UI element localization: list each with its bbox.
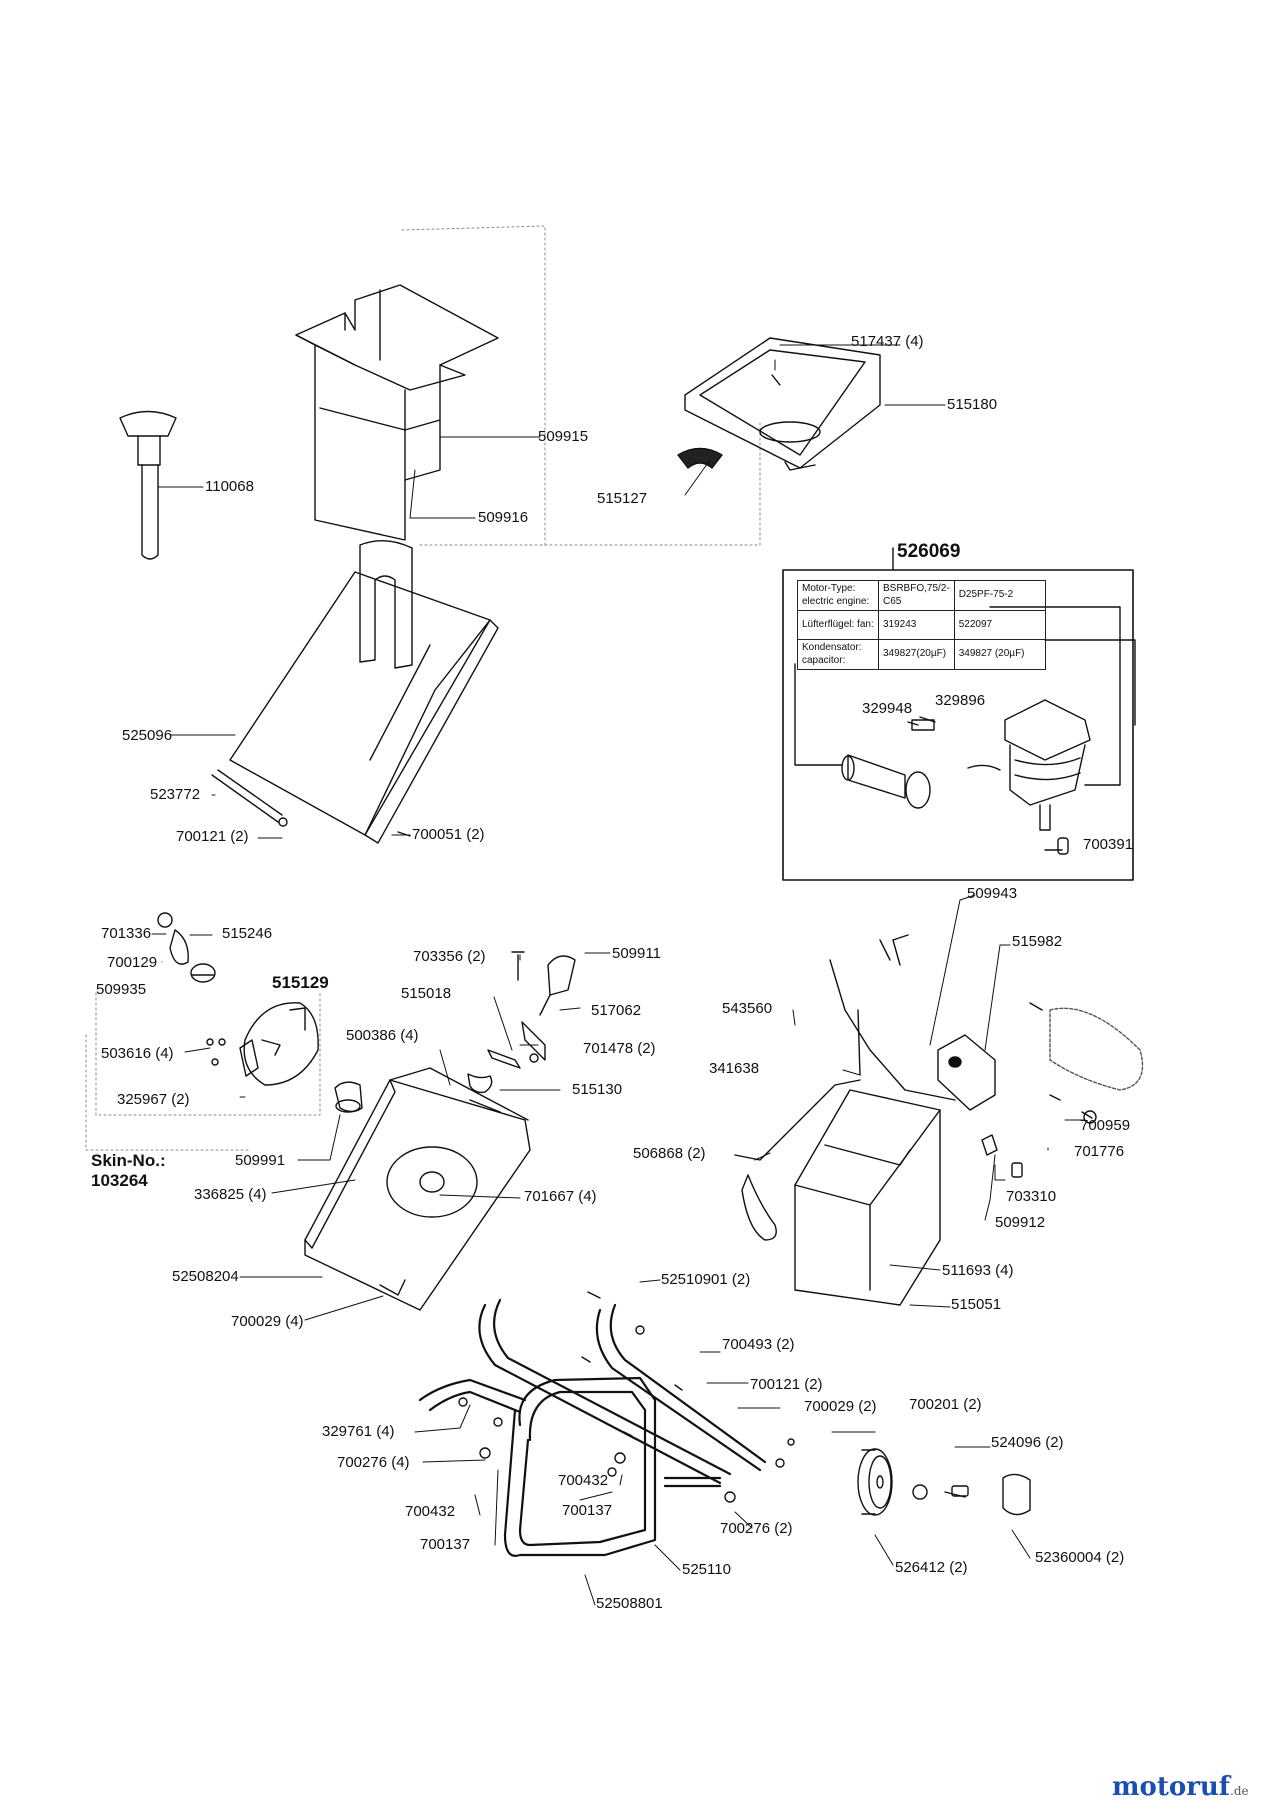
part-label: 700029 (2) (804, 1398, 877, 1415)
knob-handle-part (119, 410, 177, 560)
spec-cell: 349827(20µF) (878, 639, 955, 670)
part-label: 509915 (538, 428, 589, 445)
part-label: 515246 (222, 925, 273, 942)
part-label: 329948 (862, 700, 913, 717)
part-label: 700276 (4) (337, 1454, 410, 1471)
part-label: 515127 (597, 490, 648, 507)
part-label: 110068 (205, 478, 254, 495)
part-label: 500386 (4) (346, 1027, 419, 1044)
spec-cell: Motor-Type: electric engine: (797, 580, 879, 611)
spec-cell: Lüfterflügel: fan: (797, 610, 879, 640)
part-label: 52360004 (2) (1035, 1549, 1125, 1566)
coil-part (1049, 1007, 1144, 1091)
part-label: 524096 (2) (991, 1434, 1064, 1451)
electric-motor-part (967, 699, 1091, 855)
part-label: 509916 (478, 509, 529, 526)
spec-cell: 349827 (20µF) (953, 639, 1046, 670)
part-label: 701336 (101, 925, 152, 942)
part-label: 517062 (591, 1002, 642, 1019)
part-label: 509943 (967, 885, 1018, 902)
blade-disc-part (239, 1002, 319, 1086)
part-label: 700201 (2) (909, 1396, 982, 1413)
part-label: 525110 (682, 1561, 731, 1578)
part-label: 509935 (96, 981, 147, 998)
part-label: 515129 (272, 973, 329, 992)
part-label: 329896 (935, 692, 986, 709)
part-label: 515051 (951, 1296, 1002, 1313)
wheel-part (857, 1448, 893, 1516)
spec-cell: D25PF-75-2 (953, 580, 1046, 611)
rod-part (211, 769, 283, 823)
skin-label: Skin-No.: (91, 1151, 166, 1170)
hubcap-part (1002, 1473, 1031, 1516)
cable-part (734, 959, 956, 1161)
chute-plate-part (229, 540, 499, 844)
skin-number: 103264 (91, 1171, 148, 1190)
capacitor-part (841, 754, 931, 809)
deflector-part (677, 447, 723, 469)
part-label: 509911 (612, 945, 661, 962)
spec-cell: BSRBFO,75/2-C65 (878, 580, 955, 611)
part-label: 52508801 (596, 1595, 663, 1612)
part-label: 700276 (2) (720, 1520, 793, 1537)
part-label: 509991 (235, 1152, 286, 1169)
brand-tld: .de (1230, 1784, 1249, 1798)
part-label: 703356 (2) (413, 948, 486, 965)
part-label: 700137 (562, 1502, 613, 1519)
motor-mount-plate-part (304, 1067, 531, 1311)
motor-spec-row: Kondensator: capacitor: 349827(20µF) 349… (797, 639, 1046, 670)
spec-cell: 319243 (878, 610, 955, 640)
motor-spec-row: Lüfterflügel: fan: 319243 522097 (797, 610, 1046, 640)
part-label: 703310 (1006, 1188, 1057, 1205)
part-label: 543560 (722, 1000, 773, 1017)
motor-kit-frame (782, 569, 1134, 881)
part-label: 526069 (897, 541, 961, 562)
motor-spec-table: Motor-Type: electric engine: BSRBFO,75/2… (797, 580, 1046, 670)
part-label: 700432 (558, 1472, 609, 1489)
part-label: 700137 (420, 1536, 471, 1553)
part-label: 700129 (107, 954, 158, 971)
part-label: 52510901 (2) (661, 1271, 751, 1288)
part-label: 700391 (1083, 836, 1134, 853)
switch-housing-part (794, 1089, 941, 1306)
part-label: 325967 (2) (117, 1091, 190, 1108)
starter-box-part (937, 1034, 996, 1111)
part-label: 700051 (2) (412, 826, 485, 843)
part-label: 506868 (2) (633, 1145, 706, 1162)
part-label: 515018 (401, 985, 452, 1002)
part-label: 515180 (947, 396, 998, 413)
spec-cell: Kondensator: capacitor: (797, 639, 879, 670)
part-label: 52508204 (172, 1268, 239, 1285)
part-label: 341638 (709, 1060, 760, 1077)
part-label: 700959 (1080, 1117, 1131, 1134)
part-label: 515982 (1012, 933, 1063, 950)
funnel-part (684, 337, 881, 471)
part-label: 701776 (1074, 1143, 1125, 1160)
part-label: 526412 (2) (895, 1559, 968, 1576)
part-label: 700029 (4) (231, 1313, 304, 1330)
part-label: 525096 (122, 727, 173, 744)
part-label: 701667 (4) (524, 1188, 597, 1205)
part-label: 503616 (4) (101, 1045, 174, 1062)
motor-spec-row: Motor-Type: electric engine: BSRBFO,75/2… (797, 580, 1046, 611)
brand-name: motoruf (1112, 1772, 1230, 1802)
part-label: 515130 (572, 1081, 623, 1098)
part-label: 701478 (2) (583, 1040, 656, 1057)
part-label: 700121 (2) (750, 1376, 823, 1393)
part-label: 517437 (4) (851, 333, 924, 350)
bushing-part (334, 1081, 363, 1113)
part-label: 509912 (995, 1214, 1046, 1231)
part-label: 700121 (2) (176, 828, 249, 845)
brand-logo[interactable]: motoruf.de (1112, 1772, 1249, 1802)
hopper-part (295, 284, 499, 541)
part-label: 336825 (4) (194, 1186, 267, 1203)
spec-cell: 522097 (953, 610, 1046, 640)
part-label: 700432 (405, 1503, 456, 1520)
part-label: 700493 (2) (722, 1336, 795, 1353)
part-label: 523772 (150, 786, 201, 803)
part-label: 511693 (4) (942, 1262, 1014, 1279)
part-label: 329761 (4) (322, 1423, 395, 1440)
chassis-frame-part (418, 1298, 767, 1557)
